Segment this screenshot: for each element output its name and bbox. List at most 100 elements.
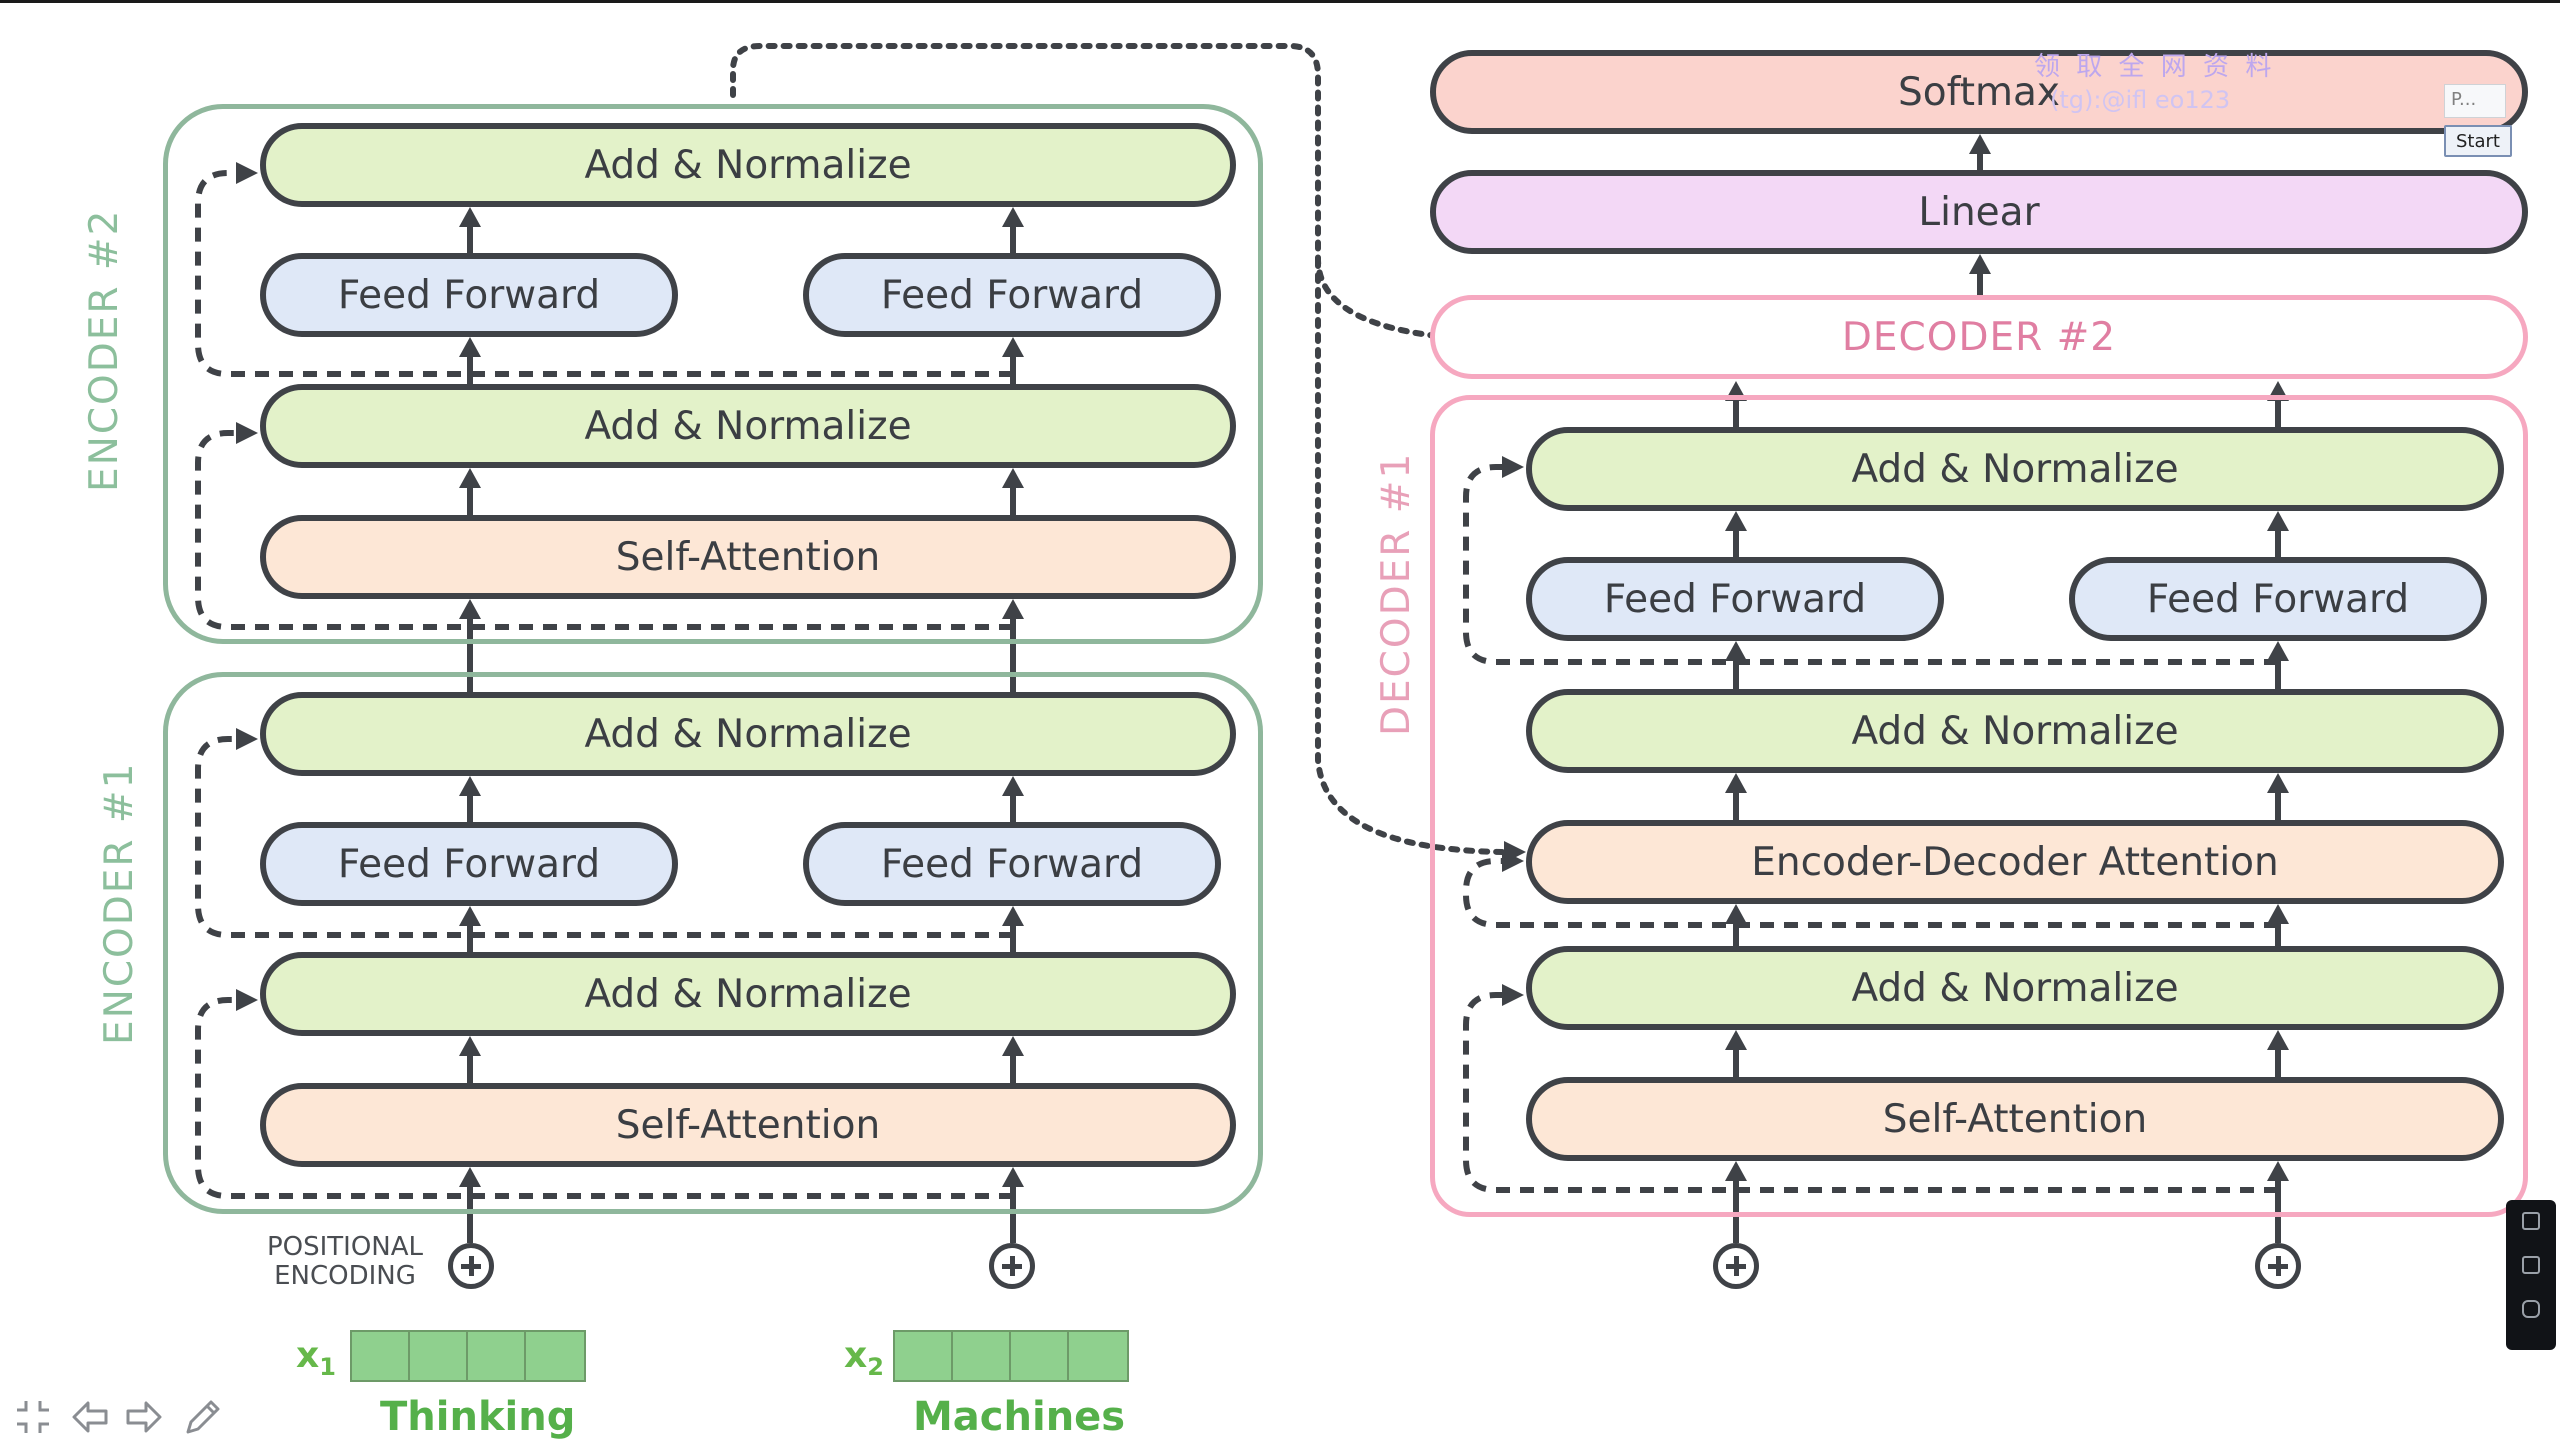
encoder-to-decoder-1-link [1315,257,1508,855]
arrow-head-up [1725,641,1747,661]
x2-subscript: 2 [867,1353,884,1382]
arrow-head-right [1504,841,1526,863]
floating-panel-label: P... [2444,84,2506,118]
arrow-head-up [459,1036,481,1056]
previous-slide-icon[interactable] [70,1398,110,1443]
watermark-line-2: (tg):@ifl eo123 [2050,86,2231,114]
arrow-head-up [1002,776,1024,796]
x1-embedding-vector [350,1330,586,1382]
x2-label: x2 [844,1335,884,1381]
encoder-2-frame [163,104,1263,644]
pen-icon[interactable] [182,1398,222,1443]
camera-icon[interactable] [2522,1300,2540,1318]
arrow-head-up [459,207,481,227]
arrow-head-up [459,599,481,619]
arrow-head-up [1002,337,1024,357]
encoder-add-icon-left [448,1243,494,1289]
arrow-head-up [1969,254,1991,274]
x1-subscript: 1 [319,1353,336,1382]
decoder-1-feed-forward-right: Feed Forward [2069,557,2487,641]
arrow-head-up [1725,1161,1747,1181]
arrow-head-up [1725,904,1747,924]
arrow-head-up [1002,468,1024,488]
x1-label: x1 [296,1335,336,1381]
arrow-head-up [1002,1036,1024,1056]
arrow-head-right [1502,456,1524,478]
x1-letter: x [296,1335,320,1376]
arrow-head-up [459,1167,481,1187]
arrow-head-right [1502,984,1524,1006]
encoder-2-feed-forward-right: Feed Forward [803,253,1221,337]
x2-embedding-vector [893,1330,1129,1382]
arrow-head-up [2267,1161,2289,1181]
arrow-head-up [1002,207,1024,227]
arrow-head-up [1002,1167,1024,1187]
decoder-1-feed-forward-left: Feed Forward [1526,557,1944,641]
encoder-1-feed-forward-left: Feed Forward [260,822,678,906]
encoder-1-frame [163,672,1263,1214]
arrow-head-up [2267,511,2289,531]
encoder-2-feed-forward-left: Feed Forward [260,253,678,337]
residual-connection [1463,992,2278,1193]
decoder-add-icon-right [2255,1243,2301,1289]
encoder-2-add-normalize-top: Add & Normalize [260,123,1236,207]
encoder-add-icon-right [989,1243,1035,1289]
x2-letter: x [844,1335,868,1376]
arrow-head-up [459,906,481,926]
arrow-head-up [459,776,481,796]
next-slide-icon[interactable] [124,1398,164,1443]
arrow-head-up [1002,599,1024,619]
decoder-add-icon-left [1713,1243,1759,1289]
exit-fullscreen-icon[interactable] [14,1398,52,1443]
linear-layer: Linear [1430,170,2528,254]
residual-connection [1463,858,2278,928]
input-word-thinking: Thinking [380,1394,576,1440]
encoder-1-label: ENCODER #1 [97,761,142,1045]
arrow-head-up [2267,773,2289,793]
arrow-head-up [2267,641,2289,661]
encoder-2-self-attention: Self-Attention [260,515,1236,599]
top-edge-bar [0,0,2560,3]
arrow-head-up [1002,906,1024,926]
positional-encoding-label: POSITIONAL ENCODING [266,1232,424,1291]
residual-connection [1463,464,2278,665]
arrow-head-right [236,989,258,1011]
input-word-machines: Machines [913,1394,1126,1440]
arrow-head-up [2267,1030,2289,1050]
translate-icon[interactable] [2522,1212,2540,1230]
residual-connection [195,736,1013,938]
start-button[interactable]: Start [2444,125,2512,157]
arrow-head-right [236,422,258,444]
decoder-1-self-attention: Self-Attention [1526,1077,2504,1161]
encoder-to-decoder-2-link [730,43,1508,343]
arrow-head-right [236,728,258,750]
decoder-1-add-normalize-1: Add & Normalize [1526,946,2504,1030]
encoder-1-self-attention: Self-Attention [260,1083,1236,1167]
encoder-2-add-normalize-mid: Add & Normalize [260,384,1236,468]
arrow-head-up [2267,904,2289,924]
decoder-1-add-normalize-2: Add & Normalize [1526,689,2504,773]
scan-icon[interactable] [2522,1256,2540,1274]
arrow-head-up [1725,773,1747,793]
decoder-2-block: DECODER #2 [1430,295,2528,379]
arrow-head-right [236,162,258,184]
decoder-1-frame [1430,395,2528,1217]
arrow-head-up [1725,511,1747,531]
encoder-2-label: ENCODER #2 [82,208,127,492]
arrow-head-up [459,468,481,488]
encoder-1-feed-forward-right: Feed Forward [803,822,1221,906]
decoder-1-label: DECODER #1 [1374,451,1419,736]
residual-connection [195,170,1013,377]
encoder-1-add-normalize-mid: Add & Normalize [260,952,1236,1036]
side-toolbar [2506,1200,2556,1350]
arrow-head-up [459,337,481,357]
softmax-layer: Softmax [1430,50,2528,134]
decoder-1-add-normalize-top: Add & Normalize [1526,427,2504,511]
watermark-line-1: 领 取 全 网 资 料 [2034,52,2276,82]
arrow-head-up [1725,1030,1747,1050]
decoder-1-encoder-decoder-attention: Encoder-Decoder Attention [1526,820,2504,904]
encoder-1-add-normalize-top: Add & Normalize [260,692,1236,776]
arrow-head-up [1969,134,1991,154]
